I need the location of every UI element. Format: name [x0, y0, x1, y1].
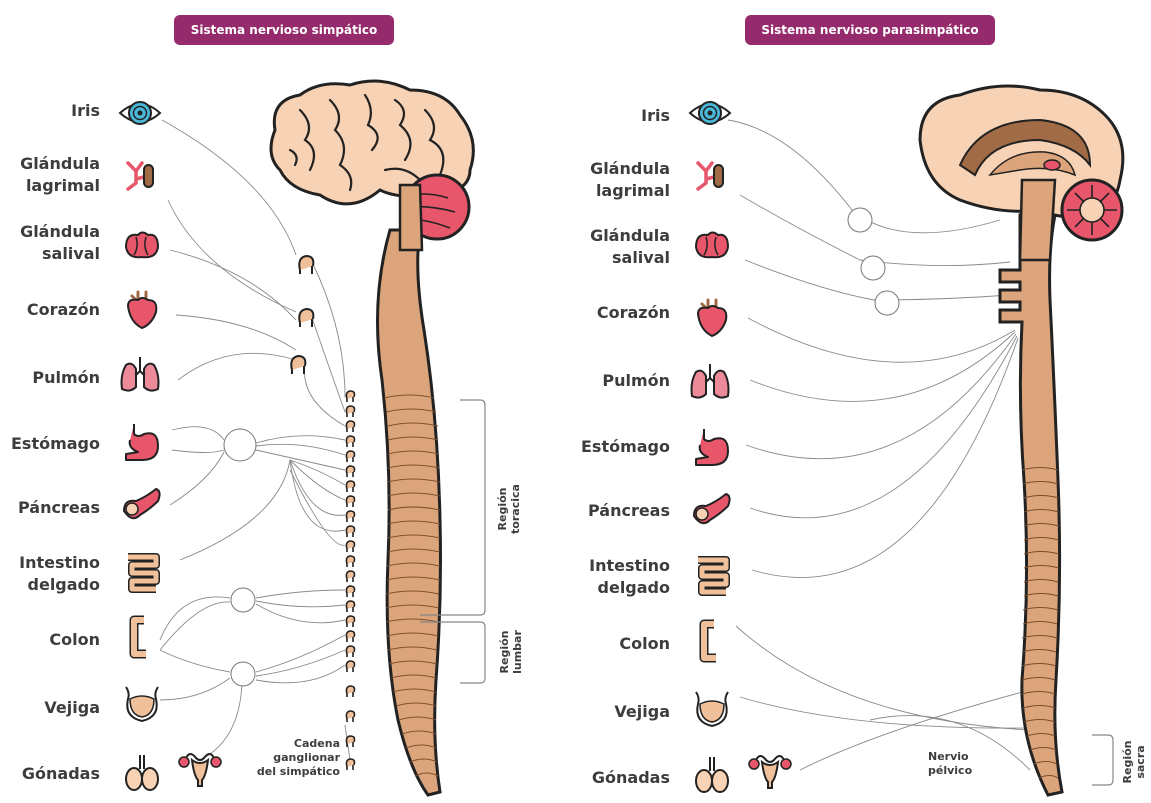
label-gonads-right: Gónadas: [570, 767, 670, 789]
label-intestine: Intestino delgado: [0, 552, 100, 596]
parasympathetic-nerve-lines: [728, 120, 1030, 770]
label-lacrimal-right-2: lagrimal: [596, 181, 670, 200]
stomach-icon: [126, 424, 158, 460]
label-lacrimal-2: lagrimal: [26, 176, 100, 195]
label-bladder-right: Vejiga: [570, 701, 670, 723]
pelvic-label-2: pélvico: [928, 764, 972, 777]
label-stomach: Estómago: [0, 433, 100, 455]
sympathetic-title: Sistema nervioso simpático: [174, 15, 394, 45]
testes-icon: [696, 757, 728, 792]
uterus-icon: [179, 754, 221, 786]
pelvic-label-1: Nervio: [928, 750, 969, 763]
sympathetic-chain: [346, 391, 354, 770]
chain-label: Cadena ganglionar del simpático: [250, 737, 340, 779]
salivary-gland-icon: [126, 233, 158, 258]
spinal-cord-left: [378, 230, 441, 795]
colon-icon: [134, 620, 146, 654]
pancreas-icon: [694, 494, 730, 523]
testes-icon: [126, 755, 158, 790]
region-lumbar-label: Región lumbar: [498, 612, 526, 692]
label-intestine-right-1: Intestino: [589, 556, 670, 575]
label-salivary-right-2: salival: [612, 248, 670, 267]
intestine-icon: [128, 557, 156, 589]
label-intestine-1: Intestino: [19, 553, 100, 572]
lacrimal-gland-icon: [698, 163, 723, 189]
iris-icon: [690, 102, 730, 124]
stomach-icon: [696, 429, 728, 465]
spinal-cord-right: [1000, 215, 1062, 795]
salivary-gland-icon: [696, 233, 728, 258]
label-gonads: Gónadas: [0, 763, 100, 785]
label-lung-right: Pulmón: [570, 370, 670, 392]
parasympathetic-title: Sistema nervioso parasimpático: [745, 15, 995, 45]
bladder-icon: [126, 687, 158, 721]
label-salivary-2: salival: [42, 244, 100, 263]
chain-label-2: ganglionar: [273, 751, 340, 764]
label-colon: Colon: [0, 629, 100, 651]
label-colon-right: Colon: [570, 633, 670, 655]
lung-icon: [122, 357, 159, 391]
lacrimal-gland-icon: [128, 163, 153, 189]
chain-label-1: Cadena: [294, 737, 340, 750]
label-pancreas: Páncreas: [0, 497, 100, 519]
label-salivary-right-1: Glándula: [590, 226, 670, 245]
label-salivary-right: Glándula salival: [570, 225, 670, 269]
label-lacrimal-1: Glándula: [20, 154, 100, 173]
label-salivary-1: Glándula: [20, 222, 100, 241]
region-thoracic-label: Región toracica: [496, 469, 524, 549]
label-stomach-right: Estómago: [570, 436, 670, 458]
label-iris: Iris: [0, 100, 100, 122]
label-lacrimal-right: Glándula lagrimal: [570, 158, 670, 202]
heart-icon: [128, 292, 156, 328]
label-intestine-right-2: delgado: [598, 578, 670, 597]
label-lacrimal-right-1: Glándula: [590, 159, 670, 178]
label-heart-right: Corazón: [570, 302, 670, 324]
heart-icon: [698, 300, 726, 336]
sacral-bracket: [1092, 735, 1113, 785]
pelvic-nerve-label: Nervio pélvico: [928, 750, 988, 778]
label-lung: Pulmón: [0, 367, 100, 389]
lung-icon: [692, 364, 729, 398]
label-intestine-2: delgado: [28, 575, 100, 594]
pancreas-icon: [124, 489, 160, 518]
bladder-icon: [696, 692, 728, 726]
label-salivary: Glándula salival: [0, 221, 100, 265]
label-heart: Corazón: [0, 299, 100, 321]
iris-icon: [120, 102, 160, 124]
uterus-icon: [749, 756, 791, 788]
brain-right: [920, 86, 1123, 260]
colon-icon: [704, 624, 716, 658]
label-pancreas-right: Páncreas: [570, 500, 670, 522]
chain-label-3: del simpático: [257, 765, 340, 778]
region-sacral-label: Región sacra: [1121, 722, 1149, 802]
label-bladder: Vejiga: [0, 697, 100, 719]
brain-left: [271, 81, 473, 250]
label-iris-right: Iris: [570, 105, 670, 127]
label-lacrimal: Glándula lagrimal: [0, 153, 100, 197]
intestine-icon: [698, 560, 726, 592]
label-intestine-right: Intestino delgado: [570, 555, 670, 599]
